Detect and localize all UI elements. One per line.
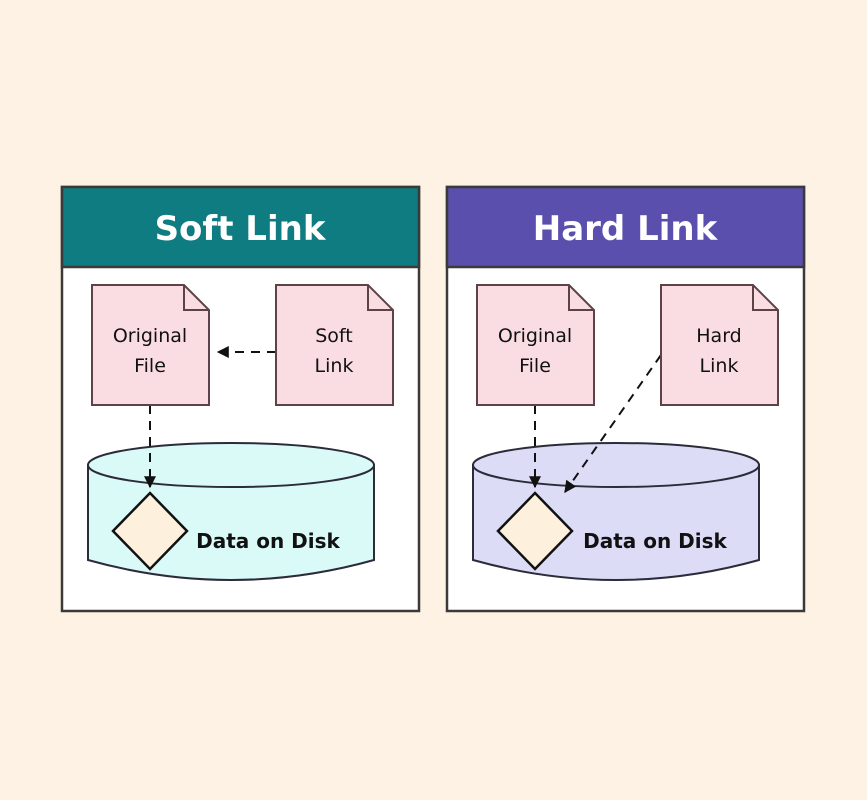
file-label-line2: File bbox=[134, 355, 166, 377]
file-label-line1: Original bbox=[498, 325, 572, 347]
file-fold-corner-icon bbox=[183, 285, 209, 311]
disk-label-soft: Data on Disk bbox=[196, 529, 340, 553]
file-shape bbox=[275, 284, 394, 406]
panel-header-hard-link bbox=[445, 185, 806, 269]
file-icon-hard-link[interactable]: Hard Link bbox=[660, 284, 779, 406]
panel-title-hard-link: Hard Link bbox=[533, 209, 719, 249]
file-label-line2: Link bbox=[700, 355, 739, 377]
disk-label-hard: Data on Disk bbox=[583, 529, 727, 553]
file-icon-soft-link[interactable]: Soft Link bbox=[275, 284, 394, 406]
file-label-line1: Soft bbox=[315, 325, 353, 347]
file-shape bbox=[476, 284, 595, 406]
arrow-hardlink-to-data bbox=[564, 354, 662, 493]
data-block-diamond-soft bbox=[111, 491, 189, 571]
panel-soft-link[interactable]: Soft Link Data on Disk Original File Sof… bbox=[60, 185, 421, 613]
file-shape bbox=[660, 284, 779, 406]
file-icon-original-file-hard[interactable]: Original File bbox=[476, 284, 595, 406]
file-label-line1: Original bbox=[113, 325, 187, 347]
panel-header-soft-link bbox=[60, 185, 421, 269]
file-label-line1: Hard bbox=[696, 325, 741, 347]
panel-title-soft-link: Soft Link bbox=[155, 209, 327, 249]
file-fold-corner-icon bbox=[568, 285, 594, 311]
file-shape bbox=[91, 284, 210, 406]
file-label-line2: File bbox=[519, 355, 551, 377]
file-icon-original-file-soft[interactable]: Original File bbox=[91, 284, 210, 406]
data-block-diamond-hard bbox=[496, 491, 574, 571]
file-fold-corner-icon bbox=[752, 285, 778, 311]
file-label-line2: Link bbox=[315, 355, 354, 377]
disk-cylinder-hard bbox=[472, 442, 760, 581]
panel-hard-link[interactable]: Hard Link Data on Disk Original File Har… bbox=[445, 185, 806, 613]
file-fold-corner-icon bbox=[367, 285, 393, 311]
